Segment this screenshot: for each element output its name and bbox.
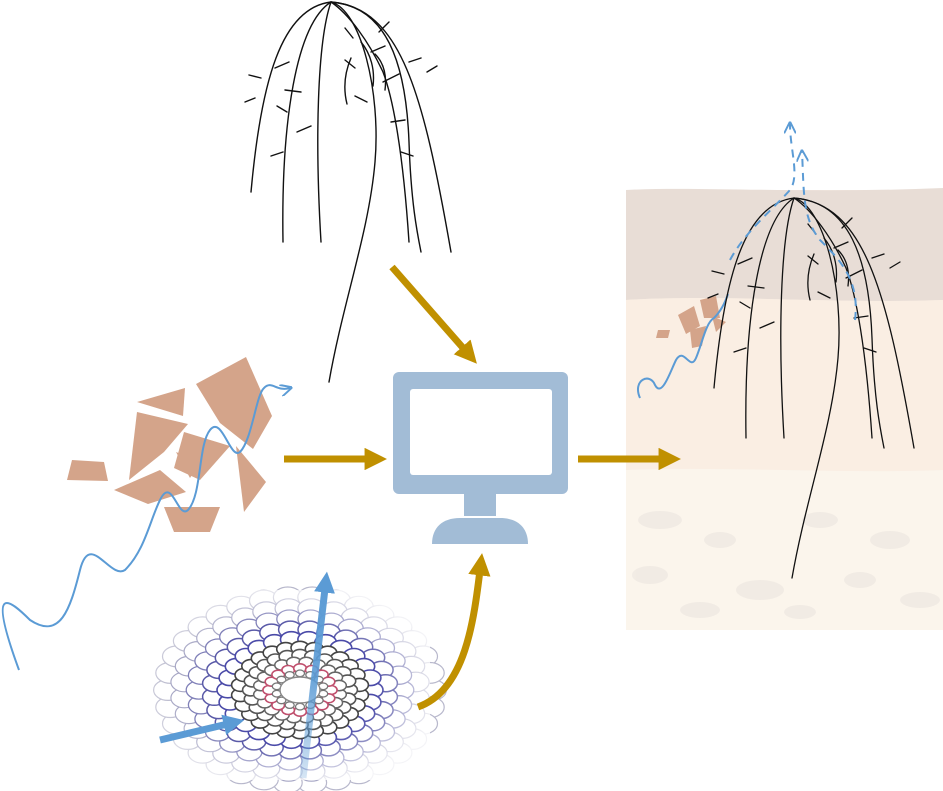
- beam-vertical: [299, 571, 335, 779]
- water-path-2: [802, 152, 857, 321]
- root-in-soil-icon: [626, 124, 943, 630]
- radiation-wave: [1, 385, 290, 671]
- arrow-cross-section-to-computer: [416, 553, 491, 711]
- soil-particles-icon: [1, 357, 290, 671]
- root-cross-section-icon: [120, 571, 448, 791]
- beam-horizontal: [159, 714, 245, 744]
- computer-monitor-icon: [393, 372, 568, 544]
- arrow-root-to-computer: [389, 264, 477, 364]
- root-system-icon: [244, 1, 452, 383]
- arrows: [284, 264, 681, 711]
